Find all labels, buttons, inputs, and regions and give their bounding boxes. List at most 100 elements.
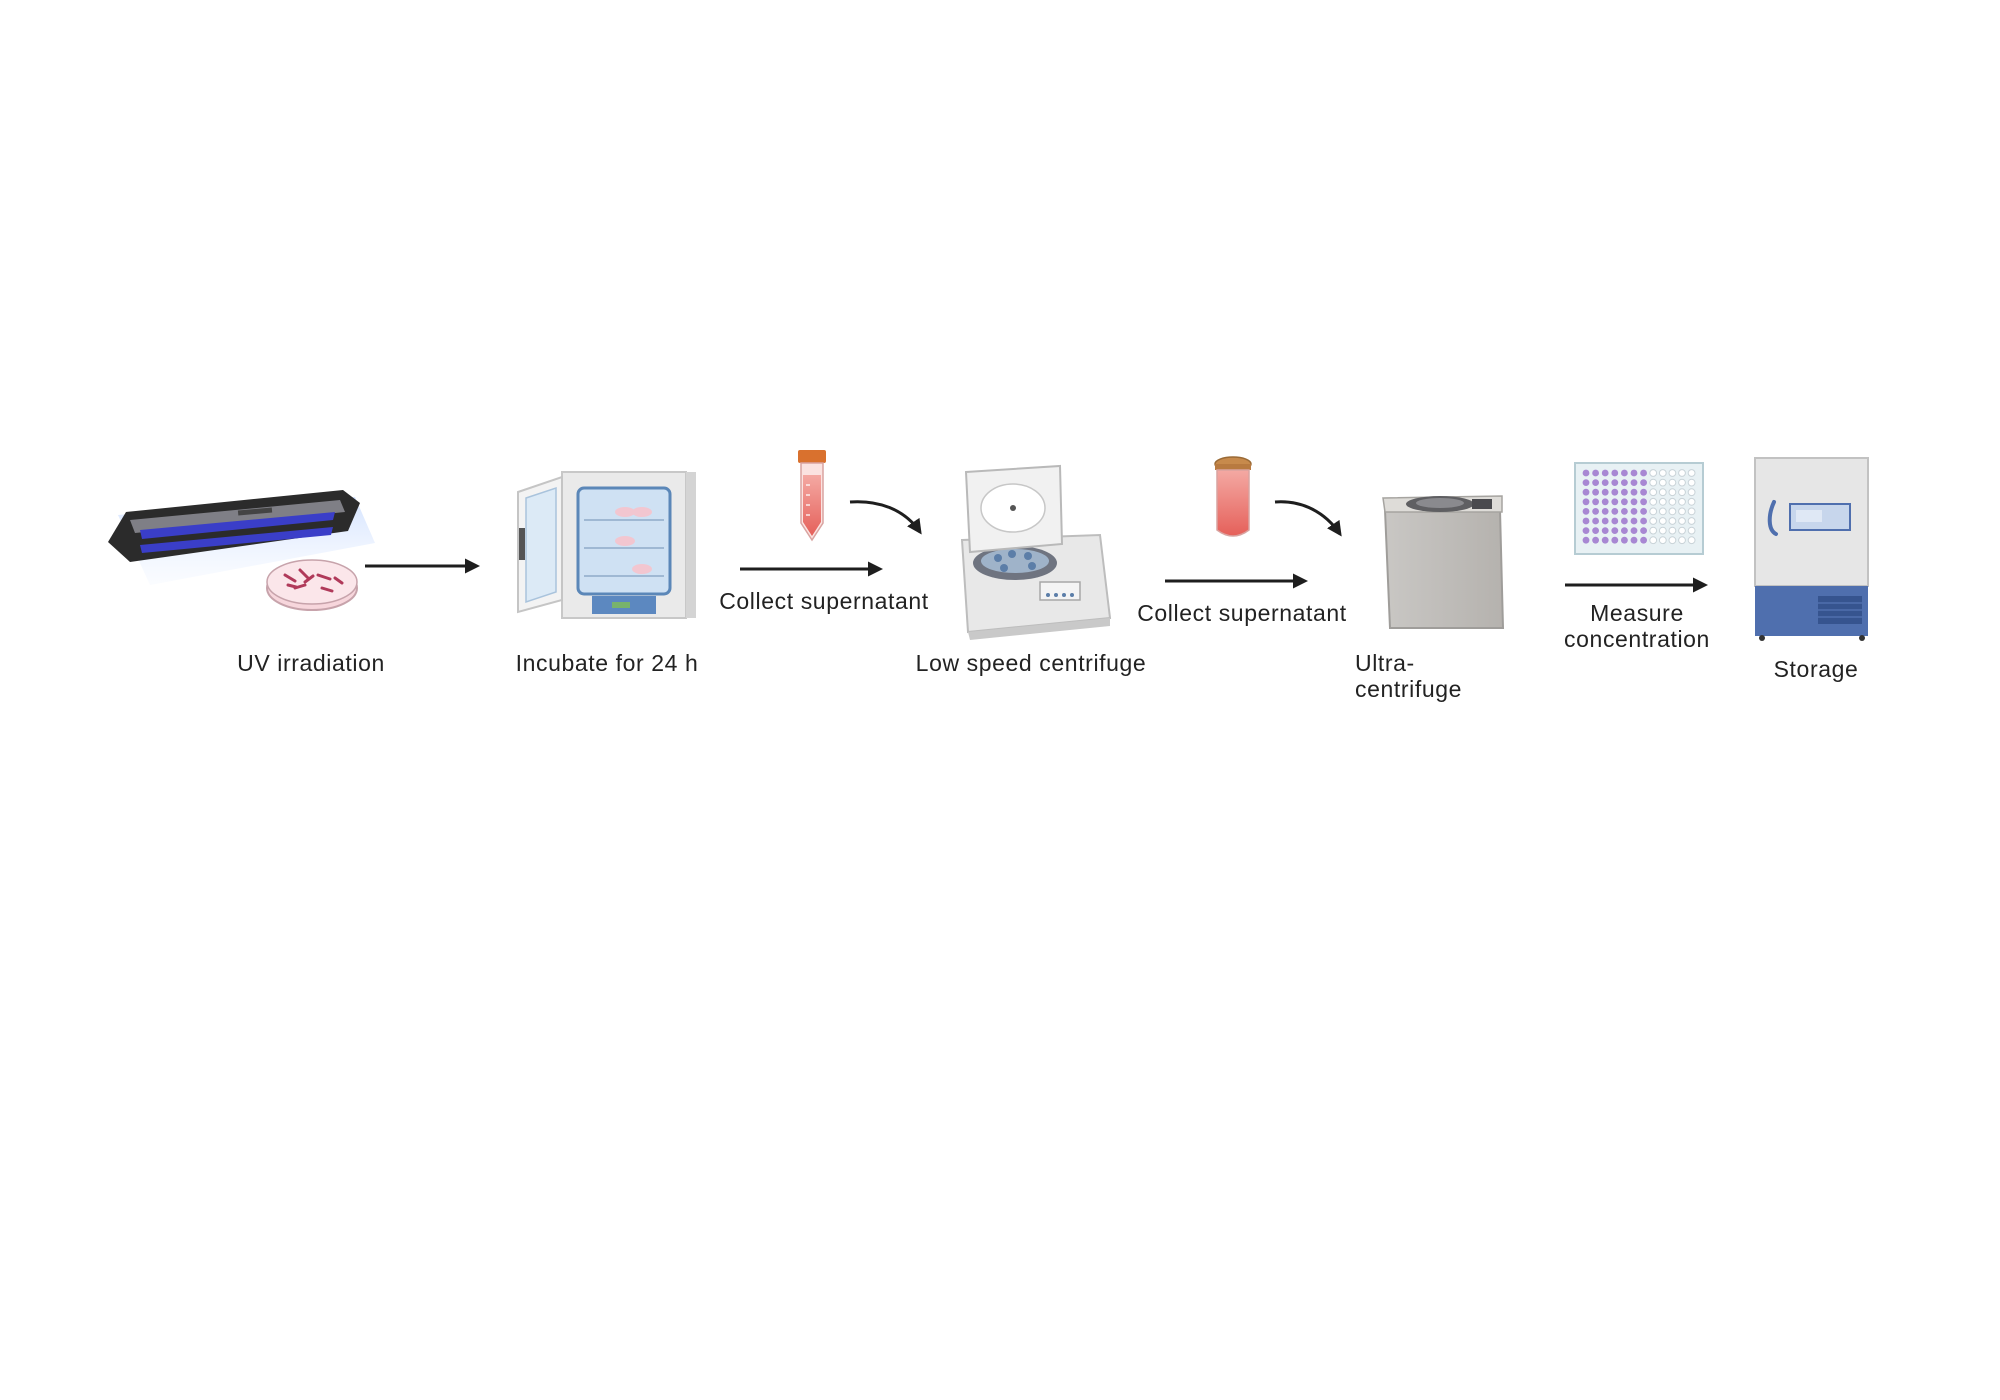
well — [1687, 478, 1696, 487]
well — [1621, 517, 1628, 525]
well — [1592, 517, 1599, 525]
well — [1611, 536, 1619, 544]
step-label-uv-irradiation: UV irradiation — [237, 650, 385, 676]
well — [1582, 527, 1590, 534]
well — [1621, 488, 1628, 496]
well — [1601, 527, 1609, 534]
well — [1687, 507, 1696, 516]
well — [1621, 469, 1628, 477]
uv-lamp-icon — [108, 490, 375, 585]
well — [1611, 508, 1619, 515]
well — [1649, 478, 1658, 487]
well — [1592, 498, 1599, 506]
well — [1649, 536, 1658, 545]
well — [1658, 488, 1667, 497]
ultracentrifuge-tube-icon — [1214, 456, 1252, 537]
well — [1621, 536, 1628, 544]
well — [1668, 507, 1677, 516]
well — [1687, 469, 1696, 477]
well — [1601, 479, 1609, 486]
well — [1611, 479, 1619, 486]
well — [1611, 488, 1619, 496]
well — [1582, 536, 1590, 544]
well — [1668, 526, 1677, 535]
petri-dish-icon — [266, 559, 358, 611]
well — [1668, 488, 1677, 497]
step-label-incubate: Incubate for 24 h — [515, 650, 699, 676]
centrifuge-icon — [960, 464, 1112, 640]
well — [1668, 536, 1677, 545]
well — [1678, 526, 1686, 535]
well — [1611, 517, 1619, 525]
well — [1658, 536, 1667, 545]
well — [1640, 479, 1647, 486]
incubator-icon — [517, 471, 696, 619]
well — [1649, 497, 1658, 506]
well — [1601, 536, 1609, 544]
well — [1630, 488, 1638, 496]
conical-tube-icon — [798, 450, 826, 542]
well — [1649, 488, 1658, 497]
well — [1601, 508, 1609, 515]
well — [1678, 497, 1686, 506]
well — [1582, 517, 1590, 525]
well — [1668, 517, 1677, 525]
step-label-ultracentrifuge: Ultra- centrifuge — [1355, 650, 1463, 702]
well — [1630, 469, 1638, 477]
well — [1640, 488, 1647, 496]
well — [1668, 497, 1677, 506]
freezer-icon — [1754, 457, 1869, 641]
curved-arrow-2 — [1274, 500, 1342, 537]
well — [1640, 498, 1647, 506]
step-label-measure-concentration: Measure concentration — [1564, 600, 1710, 652]
curved-arrow-1 — [849, 500, 922, 535]
well — [1630, 527, 1638, 534]
well — [1640, 517, 1647, 525]
step-label-storage: Storage — [1773, 656, 1859, 682]
well — [1630, 508, 1638, 515]
well — [1611, 469, 1619, 477]
well — [1668, 469, 1677, 477]
well — [1640, 469, 1647, 477]
well — [1592, 527, 1599, 534]
well — [1621, 527, 1628, 534]
well — [1687, 536, 1696, 545]
well — [1621, 498, 1628, 506]
well — [1640, 527, 1647, 534]
well — [1658, 507, 1667, 516]
well — [1611, 527, 1619, 534]
well — [1601, 469, 1609, 477]
well — [1640, 508, 1647, 515]
well — [1649, 469, 1658, 477]
well — [1658, 497, 1667, 506]
well — [1582, 469, 1590, 477]
well — [1678, 517, 1686, 525]
well — [1592, 488, 1599, 496]
well — [1630, 479, 1638, 486]
well — [1687, 488, 1696, 497]
well — [1611, 498, 1619, 506]
well — [1649, 507, 1658, 516]
well — [1678, 536, 1686, 545]
well — [1658, 478, 1667, 487]
well — [1678, 469, 1686, 477]
well — [1678, 488, 1686, 497]
well — [1678, 478, 1686, 487]
well — [1678, 507, 1686, 516]
well — [1630, 517, 1638, 525]
well — [1582, 498, 1590, 506]
well — [1630, 498, 1638, 506]
well-plate-icon — [1574, 462, 1704, 555]
well — [1687, 517, 1696, 525]
well — [1601, 488, 1609, 496]
well — [1630, 536, 1638, 544]
well — [1649, 526, 1658, 535]
well — [1601, 517, 1609, 525]
well — [1658, 517, 1667, 525]
well — [1582, 508, 1590, 515]
well — [1592, 479, 1599, 486]
well — [1658, 526, 1667, 535]
transfer-label-1: Collect supernatant — [719, 588, 929, 614]
well — [1640, 536, 1647, 544]
